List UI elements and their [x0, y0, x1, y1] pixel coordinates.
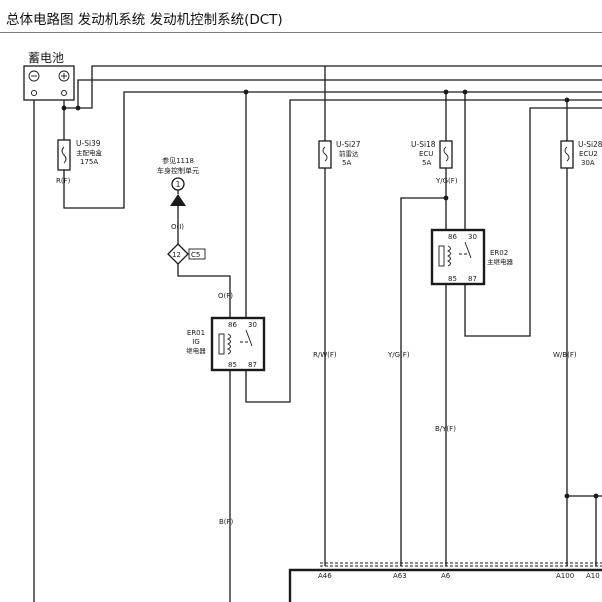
fuse-u-si39-id: U-Si39: [76, 139, 101, 148]
relay-er01: 86 30 85 87 ER01 IG 继电器: [186, 92, 602, 403]
fuse-u-si18-desc: ECU: [419, 150, 433, 158]
battery-label: 蓄电池: [28, 51, 64, 65]
relay-er01-id: ER01: [187, 329, 205, 337]
wire-label-byf: B/Y(F): [435, 425, 456, 433]
reference-bcm: 参见1118 车身控制单元 1 O(I) 12 C5 O(F): [157, 156, 233, 318]
battery-terminal-negative: [30, 89, 38, 97]
relay-er01-pin85: 85: [228, 361, 237, 369]
relay-er01-name: IG: [192, 338, 200, 346]
relay-er01-body: [210, 316, 266, 372]
connector-pin: 12: [172, 251, 181, 259]
wire-label-ygf-top: Y/G(F): [435, 177, 458, 185]
pin-a6: A6: [441, 572, 451, 580]
fuse-u-si18: U-Si18 ECU 5A Y/G(F) Y/G(F): [387, 92, 458, 566]
fuse-u-si39-rating: 175A: [80, 158, 98, 166]
battery-positive-icon: [58, 70, 70, 82]
fuse-u-si39-desc: 主配电盒: [76, 148, 103, 157]
fuse-u-si27: U-Si27 前雷达 5A R/W(F): [313, 66, 361, 566]
relay-er01-pin30: 30: [248, 321, 257, 329]
battery-terminal-positive: [60, 89, 68, 97]
relay-er02-body: [430, 228, 486, 286]
reference-line2: 车身控制单元: [157, 166, 199, 175]
battery: 蓄电池: [23, 51, 75, 101]
battery-negative-icon: [28, 70, 40, 82]
arrow-up-icon: [170, 194, 186, 206]
fuse-u-si39: U-Si39 主配电盒 175A R(F): [56, 139, 103, 185]
fuse-u-si28: U-Si28 ECU2 30A W/B(F): [553, 100, 602, 566]
relay-er02-pin86: 86: [448, 233, 457, 241]
page-title: 总体电路图 发动机系统 发动机控制系统(DCT): [6, 12, 283, 28]
pin-a100: A100: [556, 572, 574, 580]
fuse-u-si28-rating: 30A: [581, 159, 595, 167]
relay-er01-desc: 继电器: [186, 346, 206, 355]
relay-er02-id: ER02: [490, 249, 508, 257]
relay-er02-name: 主继电器: [487, 257, 514, 266]
fuse-u-si18-rating: 5A: [422, 159, 431, 167]
fuse-u-si27-id: U-Si27: [336, 140, 361, 149]
fuse-u-si27-desc: 前雷达: [339, 149, 359, 158]
relay-er01-pin86: 86: [228, 321, 237, 329]
fuse-u-si28-id: U-Si28: [578, 140, 602, 149]
wire-label-of: O(F): [218, 292, 233, 300]
reference-number: 1: [176, 180, 181, 189]
relay-er02-pin87: 87: [468, 275, 477, 283]
relay-er02-pin30: 30: [468, 233, 477, 241]
fuse-u-si27-rating: 5A: [342, 159, 351, 167]
wire-label-ygf: Y/G(F): [387, 351, 410, 359]
pin-a46: A46: [318, 572, 332, 580]
pin-a63: A63: [393, 572, 407, 580]
battery-positive-wires: [61, 65, 602, 209]
wire-label-wbf: W/B(F): [553, 351, 577, 359]
relay-er02: 86 30 85 87 ER02 主继电器 B/Y(F): [430, 92, 602, 566]
wire-label-oi: O(I): [171, 223, 184, 231]
wire-label-rwf: R/W(F): [313, 351, 337, 359]
wire-label-bf: B(F): [219, 518, 234, 526]
title-bar: 总体电路图 发动机系统 发动机控制系统(DCT): [0, 0, 602, 33]
fuse-u-si18-id: U-Si18: [411, 140, 436, 149]
connector-code: C5: [191, 251, 200, 259]
reference-line1: 参见1118: [162, 156, 194, 165]
battery-body: [23, 65, 75, 101]
relay-er02-pin85: 85: [448, 275, 457, 283]
relay-er01-pin87: 87: [248, 361, 257, 369]
wire-label-rf: R(F): [56, 177, 71, 185]
fuse-u-si28-desc: ECU2: [579, 150, 598, 158]
pin-a10: A10: [586, 572, 600, 580]
ecu-connector-band: A46 A63 A6 A100 A10: [288, 562, 602, 602]
